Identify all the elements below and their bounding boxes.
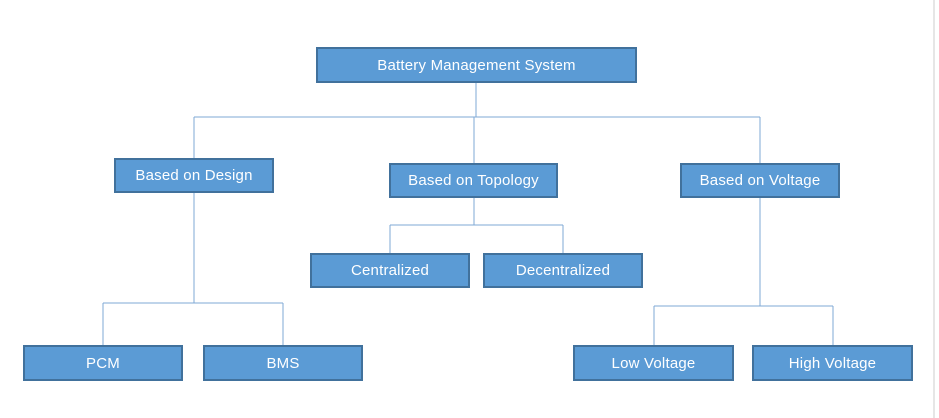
node-bms[interactable]: BMS <box>203 345 363 381</box>
node-based-on-voltage[interactable]: Based on Voltage <box>680 163 840 198</box>
node-based-on-topology[interactable]: Based on Topology <box>389 163 558 198</box>
node-centralized[interactable]: Centralized <box>310 253 470 288</box>
node-high-voltage[interactable]: High Voltage <box>752 345 913 381</box>
node-pcm[interactable]: PCM <box>23 345 183 381</box>
node-low-voltage[interactable]: Low Voltage <box>573 345 734 381</box>
node-battery-management-system[interactable]: Battery Management System <box>316 47 637 83</box>
node-based-on-design[interactable]: Based on Design <box>114 158 274 193</box>
node-decentralized[interactable]: Decentralized <box>483 253 643 288</box>
